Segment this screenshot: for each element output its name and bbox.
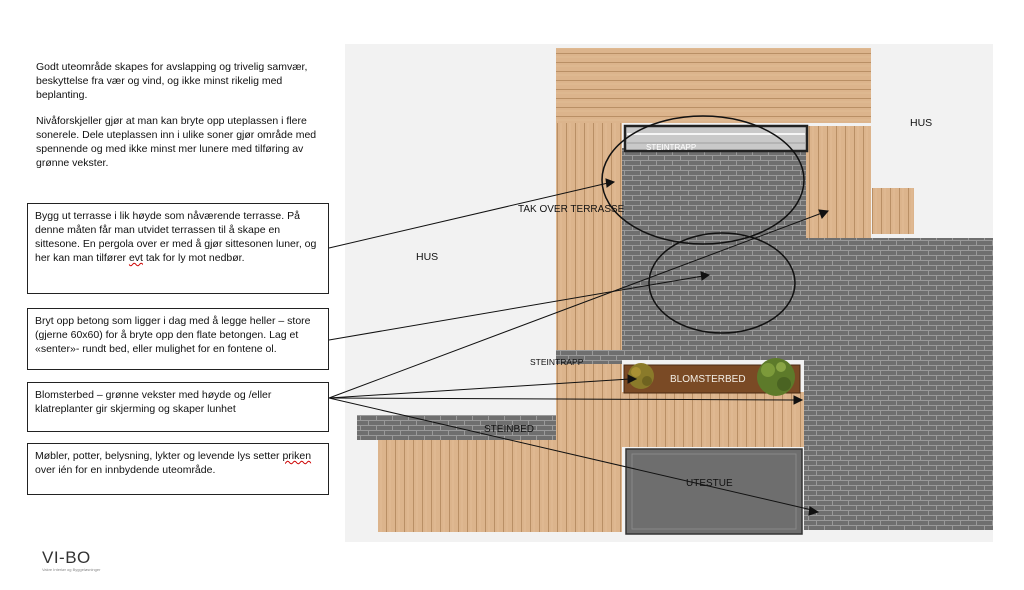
note-furniture: Møbler, potter, belysning, lykter og lev…: [27, 443, 329, 495]
label-steintrapp-mid: STEINTRAPP: [530, 357, 584, 367]
label-hus-left: HUS: [416, 251, 438, 263]
label-steintrapp-top: STEINTRAPP: [646, 143, 696, 152]
plant-left: [628, 363, 654, 389]
label-blomsterbed: BLOMSTERBED: [670, 374, 746, 385]
deck-small: [872, 188, 914, 234]
label-hus-right: HUS: [910, 117, 932, 129]
stone-stair-mid: [556, 350, 622, 364]
intro-text: Godt uteområde skapes for avslapping og …: [36, 60, 326, 182]
ellipse-center: [648, 232, 796, 334]
deck-bottom-left: [378, 440, 556, 532]
plant-right: [757, 358, 795, 396]
label-tak-over-terrasse: TAK OVER TERRASSE: [518, 204, 625, 215]
note-pavers: Bryt opp betong som ligger i dag med å l…: [27, 308, 329, 370]
paving-right: [804, 238, 993, 530]
arrow-utestue: [328, 397, 813, 511]
note-terrace: Bygg ut terrasse i lik høyde som nåværen…: [27, 203, 329, 294]
deck-right: [806, 126, 871, 238]
arrow-flowerbed-3: [328, 397, 797, 401]
deck-roof-terrace: [556, 123, 622, 351]
ellipse-stair: [601, 115, 805, 245]
intro-paragraph-2: Nivåforskjeller gjør at man kan bryte op…: [36, 115, 317, 169]
arrow-pavers: [328, 275, 704, 341]
intro-paragraph-1: Godt uteområde skapes for avslapping og …: [36, 61, 308, 101]
callout-arrows: [328, 178, 829, 516]
arrow-flowerbed-2: [328, 378, 631, 399]
label-steinbed: STEINBED: [484, 424, 534, 435]
deck-lower-left: [556, 364, 622, 532]
deck-under-flowerbed: [622, 392, 804, 447]
utestue-roof: [625, 448, 803, 535]
arrow-terrace: [328, 182, 609, 249]
label-utestue: UTESTUE: [686, 478, 733, 489]
stone-stair-top: [623, 124, 809, 153]
deck-top: [556, 48, 871, 123]
arrow-flowerbed-1: [328, 212, 823, 399]
note-flowerbed: Blomsterbed – grønne vekster med høyde o…: [27, 382, 329, 432]
vi-bo-logo: VI-BO Vakre Interiør og Byggeløsninger: [42, 548, 101, 572]
